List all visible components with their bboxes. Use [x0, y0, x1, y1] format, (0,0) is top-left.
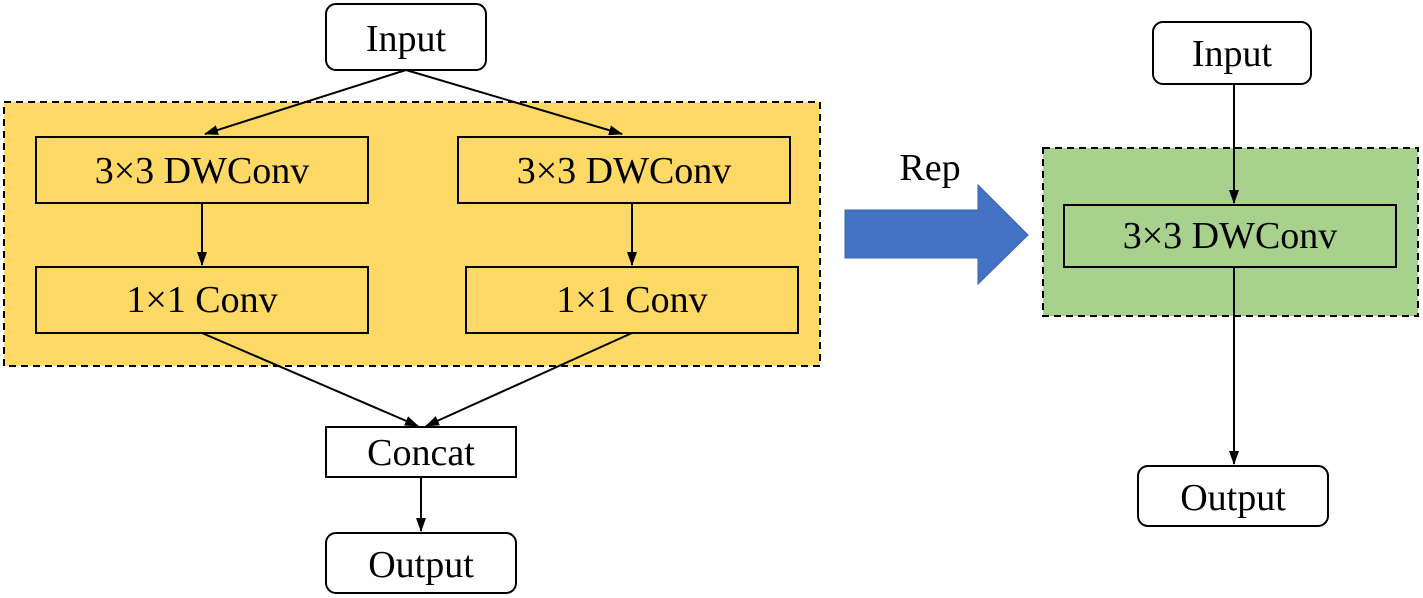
right-diagram: Input 3×3 DWConv Output — [1042, 21, 1419, 527]
rep-label: Rep — [899, 147, 960, 189]
left-output-label: Output — [368, 544, 474, 586]
left-branch-dwconv-label: 3×3 DWConv — [95, 150, 310, 192]
left-output-node: Output — [325, 532, 517, 594]
right-output-node: Output — [1137, 465, 1329, 527]
right-branch-conv-label: 1×1 Conv — [556, 279, 707, 321]
arrow-input-to-right-branch — [405, 69, 623, 136]
arrow-input-to-left-branch — [204, 69, 407, 135]
right-branch-conv-node: 1×1 Conv — [465, 266, 799, 334]
left-branch-dwconv-node: 3×3 DWConv — [35, 136, 369, 204]
rep-arrow-icon — [844, 183, 1029, 286]
concat-label: Concat — [367, 432, 475, 474]
right-branch-dwconv-node: 3×3 DWConv — [457, 136, 791, 204]
left-branch-conv-label: 1×1 Conv — [126, 279, 277, 321]
right-branch-dwconv-label: 3×3 DWConv — [517, 150, 732, 192]
right-input-label: Input — [1192, 33, 1273, 75]
right-output-label: Output — [1180, 477, 1286, 519]
left-input-node: Input — [325, 3, 487, 71]
arrow-right-conv-to-concat — [425, 332, 633, 427]
arrow-left-conv-to-concat — [201, 332, 419, 427]
concat-node: Concat — [325, 426, 517, 478]
rep-transform: Rep — [844, 147, 1029, 286]
right-input-node: Input — [1152, 21, 1312, 85]
left-input-label: Input — [366, 18, 447, 60]
left-branch-conv-node: 1×1 Conv — [35, 266, 369, 334]
right-dwconv-label: 3×3 DWConv — [1123, 215, 1338, 257]
right-dwconv-node: 3×3 DWConv — [1063, 204, 1397, 268]
left-diagram: Input 3×3 DWConv 3×3 DWConv 1×1 Conv 1×1… — [3, 3, 821, 594]
